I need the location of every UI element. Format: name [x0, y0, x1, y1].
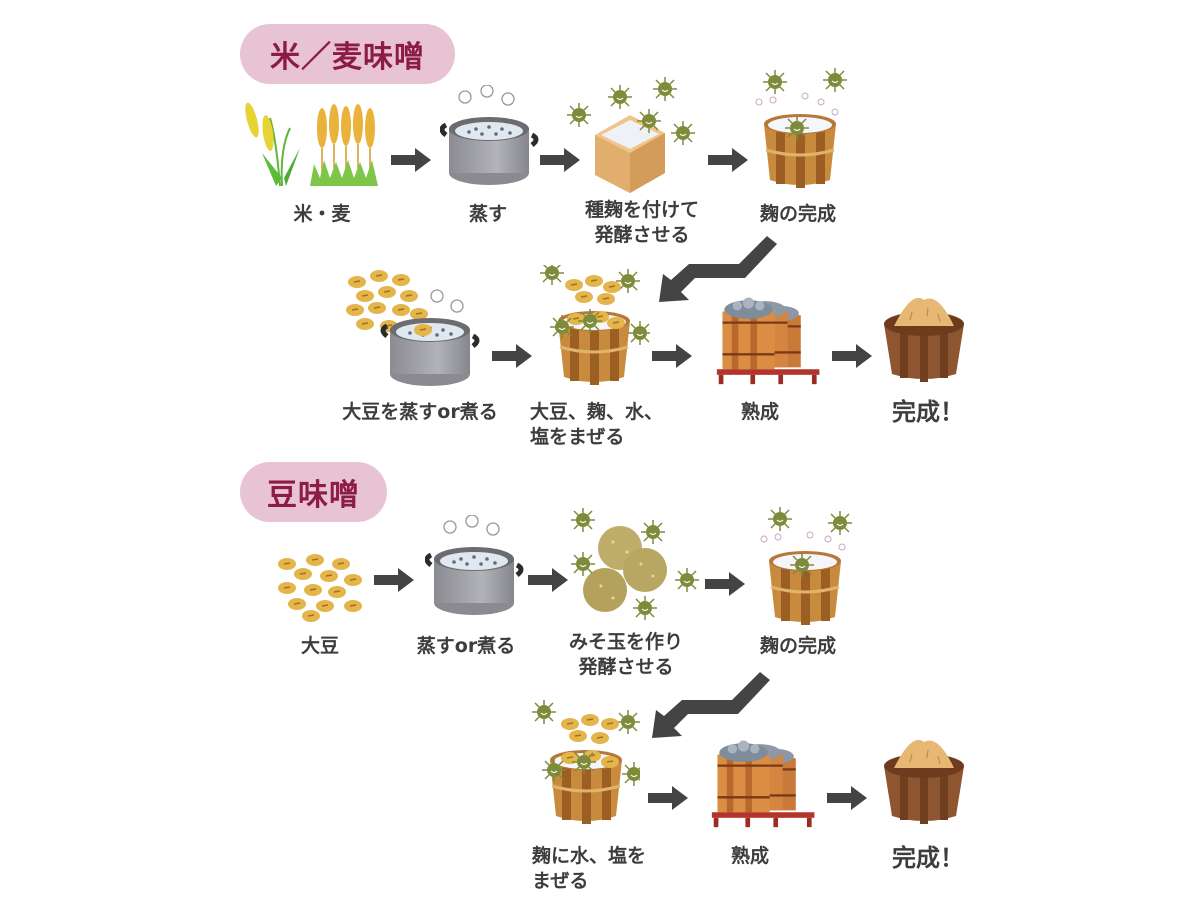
- step-label-line: 塩をまぜる: [530, 426, 625, 448]
- aging-barrels-icon: [710, 738, 820, 838]
- step-label-line: 麹に水、塩を: [532, 845, 647, 867]
- mixing-tub-icon: [530, 700, 640, 830]
- step-label-complete: 完成！: [892, 398, 964, 426]
- step-label: 米・麦: [293, 203, 351, 225]
- step-label-line: まぜる: [532, 870, 589, 892]
- step-label: 熟成: [730, 845, 770, 867]
- step-label: 種麹を付けて 発酵させる: [585, 198, 699, 248]
- step-label: 麹の完成: [759, 635, 837, 657]
- section-title-bean-miso: 豆味噌: [240, 462, 387, 522]
- steamer-pot-icon: [440, 85, 540, 190]
- bent-arrow-down-left-icon: [659, 236, 777, 302]
- step-label: みそ玉を作り 発酵させる: [569, 630, 683, 680]
- soybean-steamer-icon: [345, 268, 485, 393]
- masu-box-koji-icon: [565, 75, 695, 195]
- soybeans-icon: [275, 552, 365, 622]
- koji-tub-icon: [750, 505, 860, 630]
- arrow-right-icon: [492, 344, 532, 368]
- step-label: 蒸す: [468, 203, 508, 225]
- step-label-line: みそ玉を作り: [568, 631, 684, 653]
- aging-barrels-icon: [715, 295, 825, 395]
- rice-wheat-icon: [240, 98, 380, 188]
- arrow-right-icon: [705, 572, 745, 596]
- step-label-line: 発酵させる: [594, 224, 690, 246]
- bent-arrow-down-left-icon: [652, 672, 770, 738]
- arrow-right-icon: [391, 148, 431, 172]
- arrow-right-icon: [648, 786, 688, 810]
- step-label: 熟成: [740, 401, 780, 423]
- step-label: 蒸すor煮る: [416, 635, 516, 657]
- step-label-line: 大豆、麹、水、: [530, 401, 664, 423]
- step-label: 麹に水、塩を まぜる: [532, 844, 646, 894]
- mixing-tub-icon: [540, 265, 650, 395]
- step-label-complete: 完成！: [892, 844, 964, 872]
- arrow-right-icon: [374, 568, 414, 592]
- arrow-right-icon: [708, 148, 748, 172]
- finished-miso-icon: [882, 298, 968, 388]
- step-label: 大豆を蒸すor煮る: [342, 401, 498, 423]
- arrow-right-icon: [832, 344, 872, 368]
- arrow-right-icon: [827, 786, 867, 810]
- step-label: 大豆: [300, 635, 340, 657]
- step-label: 麹の完成: [759, 203, 837, 225]
- steamer-pot-icon: [425, 515, 525, 620]
- section-title-rice-barley-miso: 米／麦味噌: [240, 24, 455, 84]
- arrow-right-icon: [528, 568, 568, 592]
- step-label-line: 発酵させる: [578, 656, 674, 678]
- arrow-right-icon: [652, 344, 692, 368]
- step-label-line: 種麹を付けて: [584, 199, 700, 221]
- step-label: 大豆、麹、水、 塩をまぜる: [530, 400, 663, 450]
- finished-miso-icon: [882, 740, 968, 830]
- miso-balls-icon: [565, 508, 705, 623]
- koji-tub-icon: [745, 68, 855, 193]
